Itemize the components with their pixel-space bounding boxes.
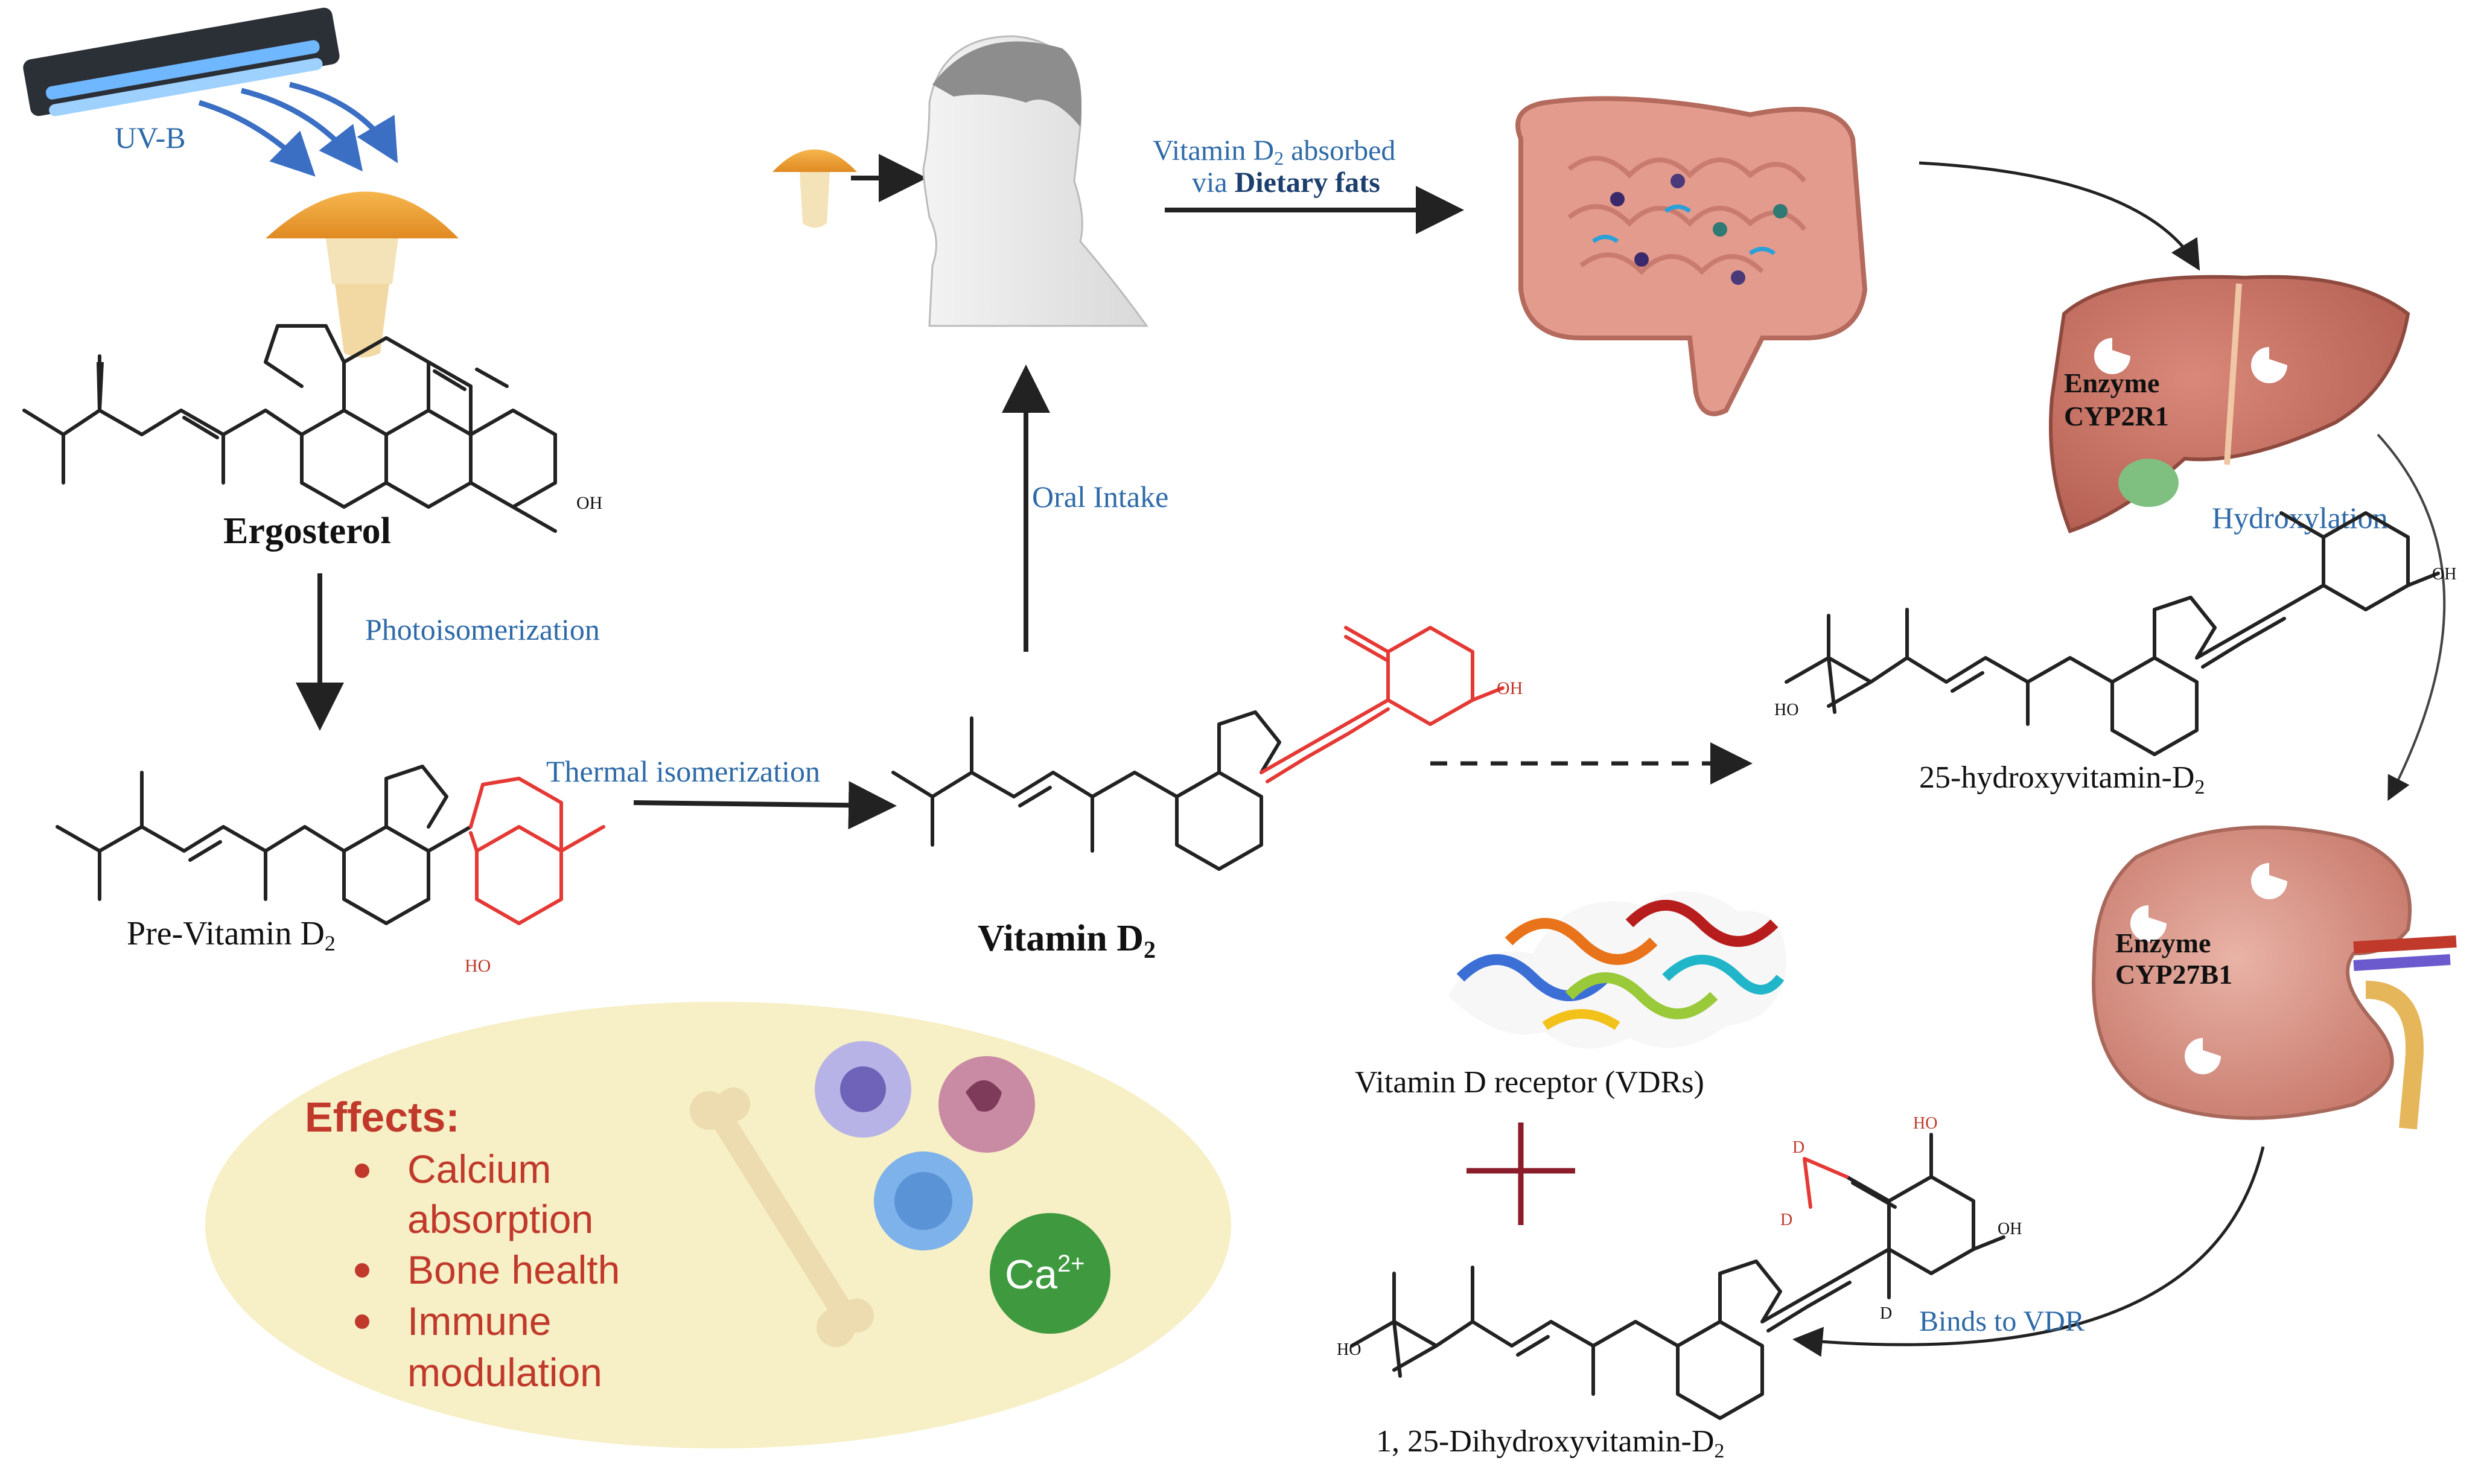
dihydroxy-ho: HO: [1337, 1340, 1361, 1359]
thermal-isomerization-label: Thermal isomerization: [546, 754, 820, 788]
bone-icon: [690, 1088, 874, 1347]
uv-rays: [198, 81, 398, 177]
ergosterol-oh: OH: [576, 493, 602, 513]
small-mushroom-icon: [772, 149, 857, 228]
to-kidney-arrow: [2377, 433, 2446, 801]
effect-item-3-line1: Immune: [407, 1299, 551, 1343]
ergosterol-label: Ergosterol: [223, 511, 391, 552]
dihydroxy-oh: OH: [1998, 1220, 2022, 1238]
human-head-icon: [922, 35, 1148, 327]
hydroxyvitamin-structure: [1785, 511, 2440, 756]
calcium-ion-icon: Ca2+: [990, 1213, 1110, 1334]
effect-item-3-line2: modulation: [407, 1350, 602, 1395]
dihydroxyvitamin-structure: [1350, 1133, 2005, 1420]
pre-vitamin-d2-structure: [56, 765, 605, 925]
uvb-label: UV-B: [115, 121, 186, 154]
enzyme2-line2: CYP27B1: [2115, 959, 2232, 990]
calcium-symbol: Ca2+: [1005, 1250, 1085, 1298]
vitamin-d2-label: Vitamin D2: [978, 918, 1156, 963]
previtamin-ho: HO: [465, 956, 491, 976]
enzyme1-line2: CYP2R1: [2064, 401, 2169, 432]
ergosterol-structure: [22, 324, 557, 533]
intestine-icon: [1515, 96, 1868, 416]
hydroxy25-label: 25-hydroxyvitamin-D2: [1919, 760, 2205, 798]
oral-intake-label: Oral Intake: [1032, 480, 1168, 514]
uv-lamp-icon: [23, 7, 340, 116]
effects-title: Effects:: [305, 1094, 460, 1141]
mushroom-icon: [266, 191, 459, 358]
deuterium-2: D: [1780, 1211, 1792, 1229]
dihydroxy-ho-top: HO: [1913, 1114, 1937, 1133]
hydroxylation-label: Hydroxylation: [2212, 501, 2388, 535]
vitamin-d2-oh: OH: [1497, 678, 1523, 698]
vdr-label: Vitamin D receptor (VDRs): [1355, 1065, 1704, 1100]
vitamin-d2-structure: [891, 626, 1505, 871]
plus-sign: [1467, 1123, 1575, 1225]
binds-vdr-arrow: [1792, 1146, 2265, 1357]
binds-vdr-label: Binds to VDR: [1919, 1305, 2084, 1337]
effect-item-2-line1: Bone health: [407, 1247, 620, 1292]
photoisomerization-label: Photoisomerization: [365, 613, 600, 646]
to-liver-arrow: [1919, 161, 2200, 271]
effect-item-1-line2: absorption: [407, 1197, 593, 1241]
protein-ribbon-icon: [1448, 891, 1786, 1049]
hydroxy-oh: OH: [2432, 565, 2456, 584]
enzyme2-line1: Enzyme: [2115, 928, 2211, 958]
enzyme1-line1: Enzyme: [2064, 368, 2159, 398]
kidney-icon: [2092, 825, 2457, 1130]
immune-cell-icon: [815, 1041, 1035, 1250]
effects-list: Calcium absorption Bone health Immune mo…: [355, 1147, 620, 1395]
pre-vitamin-label: Pre-Vitamin D2: [127, 915, 336, 955]
deuterium-1: D: [1792, 1138, 1804, 1157]
deuterium-3: D: [1880, 1304, 1892, 1323]
hydroxy-ho: HO: [1774, 701, 1798, 719]
dihydroxy-label: 1, 25-Dihydroxyvitamin-D2: [1376, 1424, 1724, 1462]
absorbed-line1: Vitamin D2 absorbed: [1153, 135, 1395, 169]
thermal-isomerization-arrow: [633, 781, 897, 830]
absorbed-line2: via Dietary fats: [1192, 167, 1380, 199]
liver-icon: [2049, 275, 2410, 533]
effect-item-1-line1: Calcium: [407, 1147, 551, 1191]
